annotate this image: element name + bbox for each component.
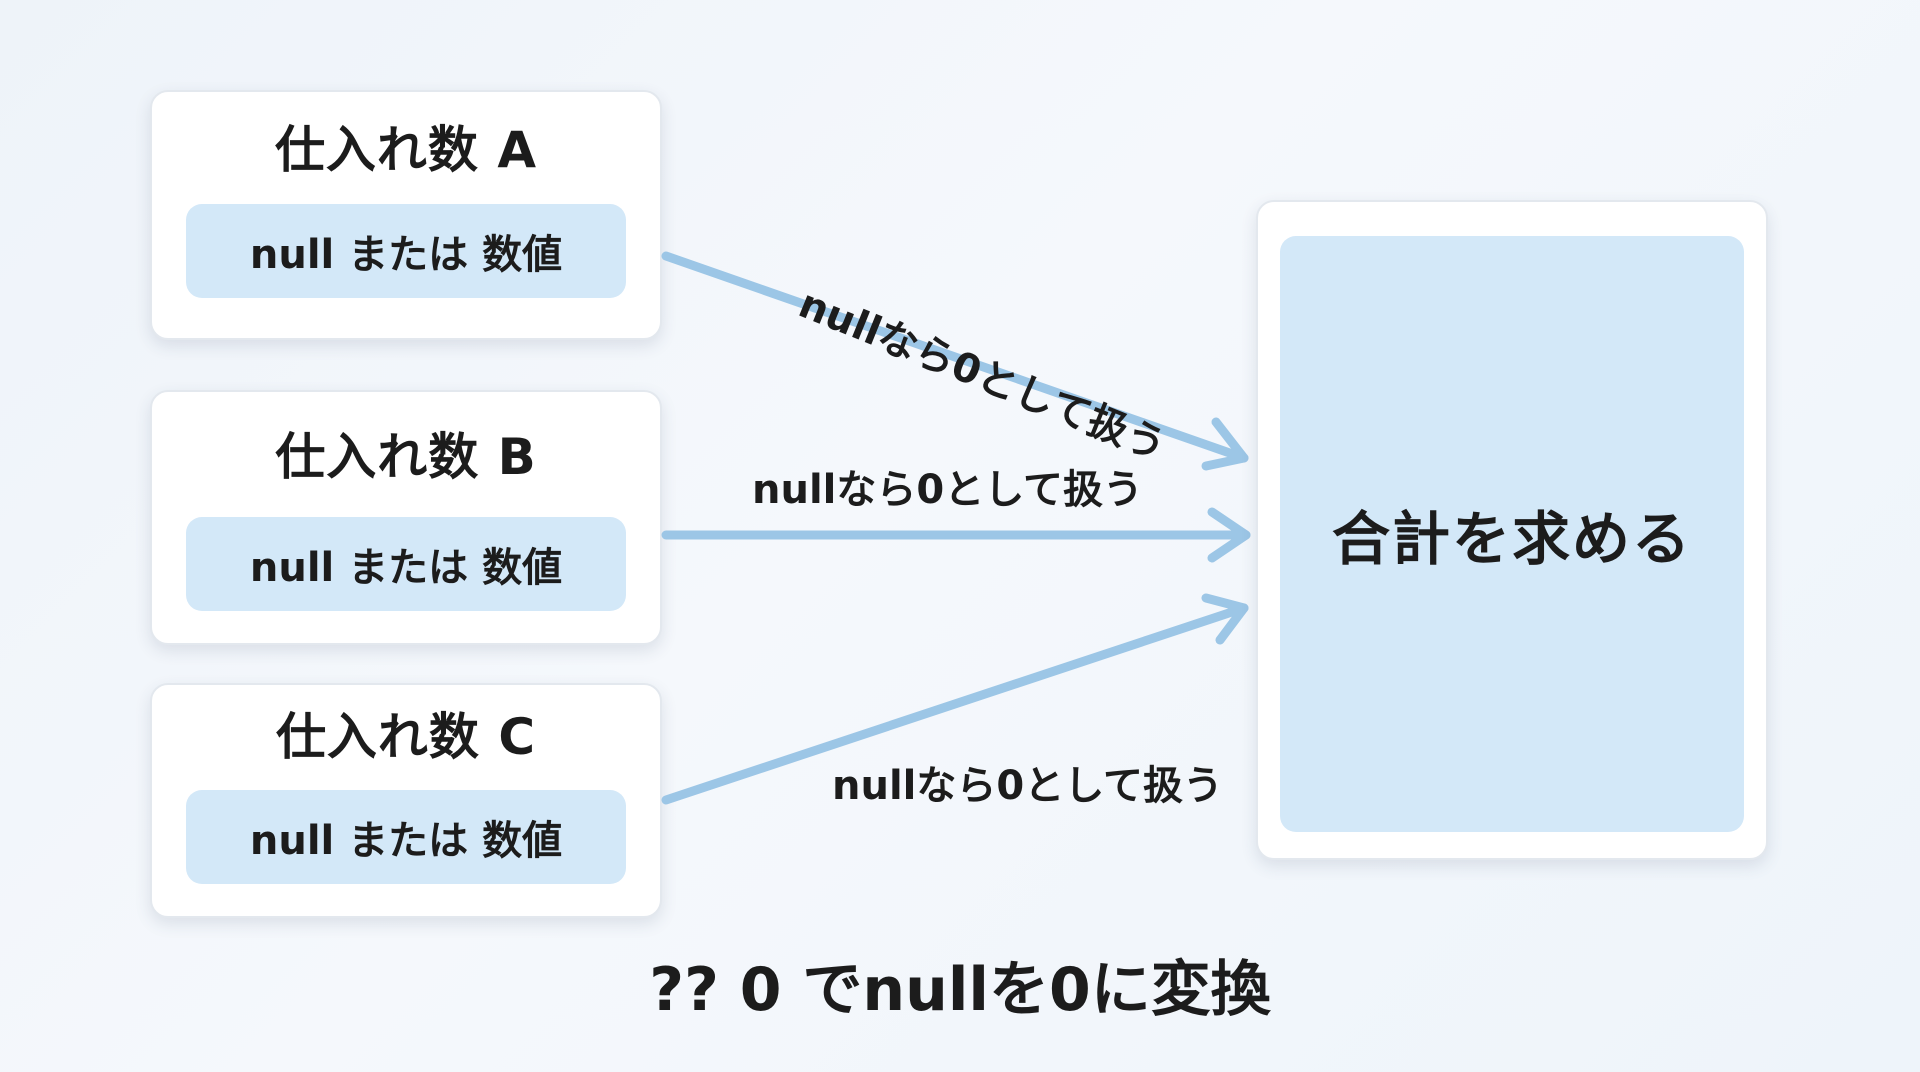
input-value-a: null または 数値 — [186, 204, 626, 298]
input-value-c: null または 数値 — [186, 790, 626, 884]
input-title-a: 仕入れ数 A — [274, 121, 538, 179]
input-value-b: null または 数値 — [186, 517, 626, 611]
input-card-a: 仕入れ数 A null または 数値 — [150, 90, 662, 340]
output-card: 合計を求める — [1256, 200, 1768, 860]
arrow-c — [661, 593, 1249, 805]
arrow-b — [661, 507, 1251, 563]
edge-label-b: nullなら0として扱う — [752, 467, 1144, 513]
footer-caption: ?? 0 でnullを0に変換 — [649, 955, 1271, 1025]
output-label: 合計を求める — [1280, 236, 1744, 832]
input-card-b: 仕入れ数 B null または 数値 — [150, 390, 662, 645]
input-title-c: 仕入れ数 C — [275, 708, 537, 766]
arrow-a — [661, 251, 1249, 471]
edge-label-c: nullなら0として扱う — [832, 763, 1224, 809]
input-title-b: 仕入れ数 B — [275, 428, 537, 486]
input-card-c: 仕入れ数 C null または 数値 — [150, 683, 662, 918]
